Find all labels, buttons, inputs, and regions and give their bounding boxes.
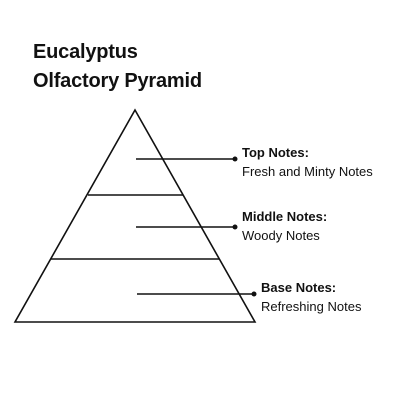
middle-notes-description: Woody Notes [242, 228, 320, 243]
top-notes-leader-dot [232, 156, 238, 162]
title-line-2: Olfactory Pyramid [33, 70, 202, 92]
middle-notes-leader-dot [232, 224, 238, 230]
pyramid-outline [13, 108, 257, 323]
base-notes-description: Refreshing Notes [261, 299, 362, 314]
top-notes-label: Top Notes: Fresh and Minty Notes [242, 143, 373, 181]
base-notes-leader-dot [251, 291, 257, 297]
middle-notes-label: Middle Notes: Woody Notes [242, 207, 327, 245]
base-notes-heading: Base Notes: [261, 280, 337, 295]
top-notes-description: Fresh and Minty Notes [242, 164, 373, 179]
page-title: Eucalyptus Olfactory Pyramid [33, 38, 202, 96]
base-notes-label: Base Notes: Refreshing Notes [261, 278, 361, 316]
middle-notes-heading: Middle Notes: [242, 209, 328, 224]
title-line-1: Eucalyptus [33, 41, 138, 63]
top-notes-heading: Top Notes: [242, 145, 309, 160]
